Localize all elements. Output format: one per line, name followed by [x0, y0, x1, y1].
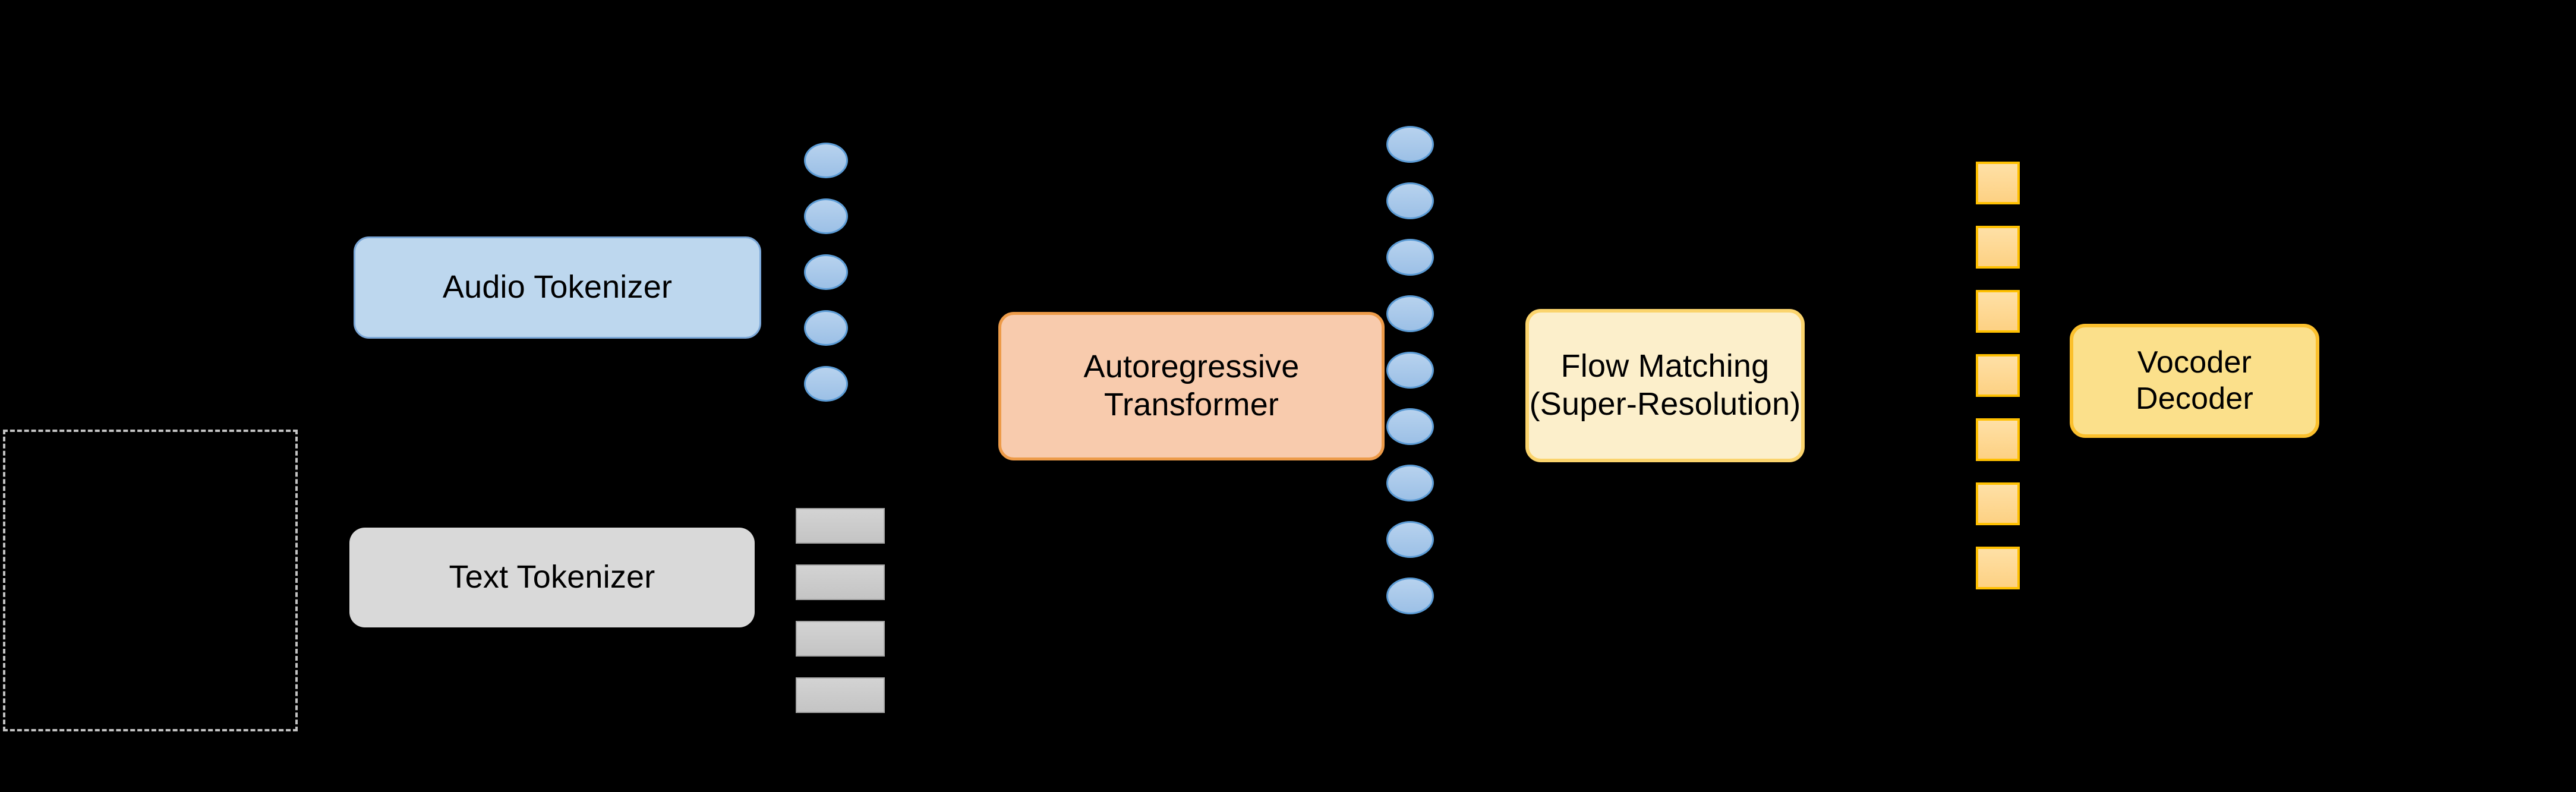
mel-token-glyph	[1976, 226, 2020, 269]
latent-token-glyph	[1386, 408, 1434, 445]
flow-matching-box[interactable]: Flow Matching (Super-Resolution)	[1525, 309, 1805, 462]
mel-token-glyph	[1976, 482, 2020, 525]
mel-token-glyph	[1976, 547, 2020, 589]
latent-token-glyph	[1386, 239, 1434, 276]
audio-token-glyph	[804, 198, 848, 234]
mel-token-glyph	[1976, 290, 2020, 333]
mel-token-glyph	[1976, 418, 2020, 461]
latent-token-glyph	[1386, 295, 1434, 332]
autoregressive-transformer-label: Autoregressive Transformer	[1083, 349, 1300, 422]
latent-token-glyph	[1386, 465, 1434, 501]
latent-token-column	[1386, 126, 1434, 614]
mel-token-glyph	[1976, 354, 2020, 397]
audio-tokenizer-box[interactable]: Audio Tokenizer	[354, 236, 761, 339]
text-tokenizer-box[interactable]: Text Tokenizer	[349, 528, 755, 627]
text-token-column	[796, 508, 885, 713]
latent-token-glyph	[1386, 521, 1434, 558]
audio-token-glyph	[804, 310, 848, 346]
text-tokenizer-label: Text Tokenizer	[449, 559, 655, 595]
text-token-glyph	[796, 508, 885, 544]
audio-token-column	[804, 143, 848, 402]
text-token-glyph	[796, 677, 885, 713]
latent-token-glyph	[1386, 126, 1434, 163]
audio-token-glyph	[804, 143, 848, 178]
mel-token-column	[1976, 162, 2020, 589]
latent-token-glyph	[1386, 182, 1434, 219]
audio-token-glyph	[804, 366, 848, 402]
flow-matching-label: Flow Matching (Super-Resolution)	[1529, 348, 1801, 422]
latent-token-glyph	[1386, 578, 1434, 614]
text-token-glyph	[796, 621, 885, 657]
vocoder-decoder-label: Vocoder Decoder	[2136, 345, 2253, 416]
input-region-dashed-box	[3, 430, 298, 731]
vocoder-decoder-box[interactable]: Vocoder Decoder	[2070, 324, 2319, 438]
latent-token-glyph	[1386, 352, 1434, 389]
autoregressive-transformer-box[interactable]: Autoregressive Transformer	[998, 312, 1385, 460]
mel-token-glyph	[1976, 162, 2020, 204]
text-token-glyph	[796, 564, 885, 600]
audio-tokenizer-label: Audio Tokenizer	[442, 269, 673, 305]
audio-token-glyph	[804, 254, 848, 290]
